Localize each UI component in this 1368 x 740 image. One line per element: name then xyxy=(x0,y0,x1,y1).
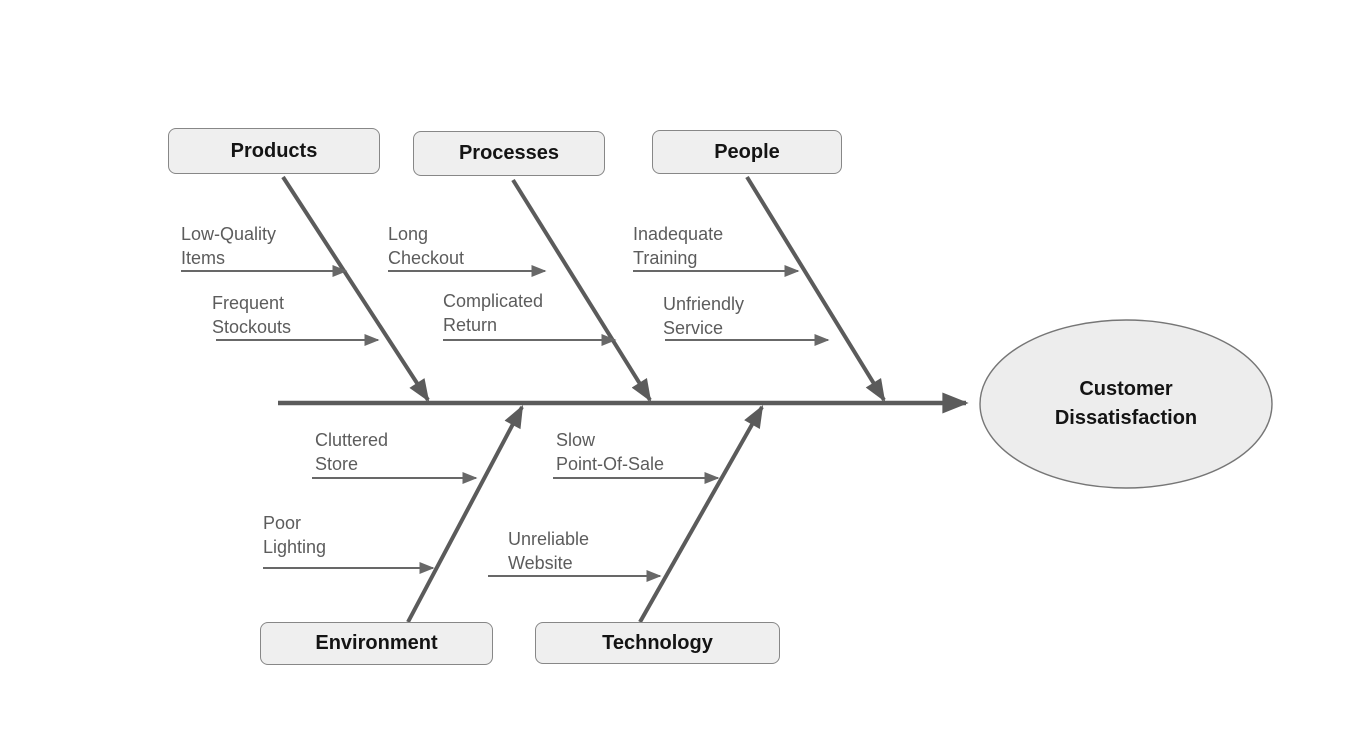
cause-label-complicated-return: Complicated Return xyxy=(443,291,544,335)
bone-processes xyxy=(511,178,652,402)
cause-label-inadequate-training: Inadequate Training xyxy=(633,224,724,268)
bone-environment xyxy=(406,405,524,623)
category-label-people: People xyxy=(714,140,780,163)
cause-label-poor-lighting: Poor Lighting xyxy=(263,513,327,557)
category-box-people: People xyxy=(652,130,842,174)
category-label-processes: Processes xyxy=(458,142,560,164)
category-label-environment: Environment xyxy=(315,632,438,654)
cause-label-unfriendly-service: Unfriendly Service xyxy=(663,294,745,338)
cause-label-low-quality-items: Low-Quality Items xyxy=(181,224,277,268)
cause-label-frequent-stockouts: Frequent Stockouts xyxy=(212,293,292,337)
cause-label-slow-point-of-sale: Slow Point-Of-Sale xyxy=(556,430,665,474)
bone-technology xyxy=(638,405,764,623)
effect-ellipse xyxy=(979,319,1273,489)
category-box-environment: Environment xyxy=(260,622,493,665)
effect-label: Customer Dissatisfaction xyxy=(1054,378,1198,429)
bone-people xyxy=(745,175,886,402)
bone-products xyxy=(281,175,430,402)
cause-label-long-checkout: Long Checkout xyxy=(388,224,465,268)
cause-label-unreliable-website: Unreliable Website xyxy=(508,529,590,573)
category-box-processes: Processes xyxy=(413,131,605,176)
category-box-products: Products xyxy=(168,128,380,174)
category-label-technology: Technology xyxy=(602,631,713,654)
cause-label-cluttered-store: Cluttered Store xyxy=(315,430,389,474)
category-label-products: Products xyxy=(230,139,318,162)
category-box-technology: Technology xyxy=(535,622,780,664)
